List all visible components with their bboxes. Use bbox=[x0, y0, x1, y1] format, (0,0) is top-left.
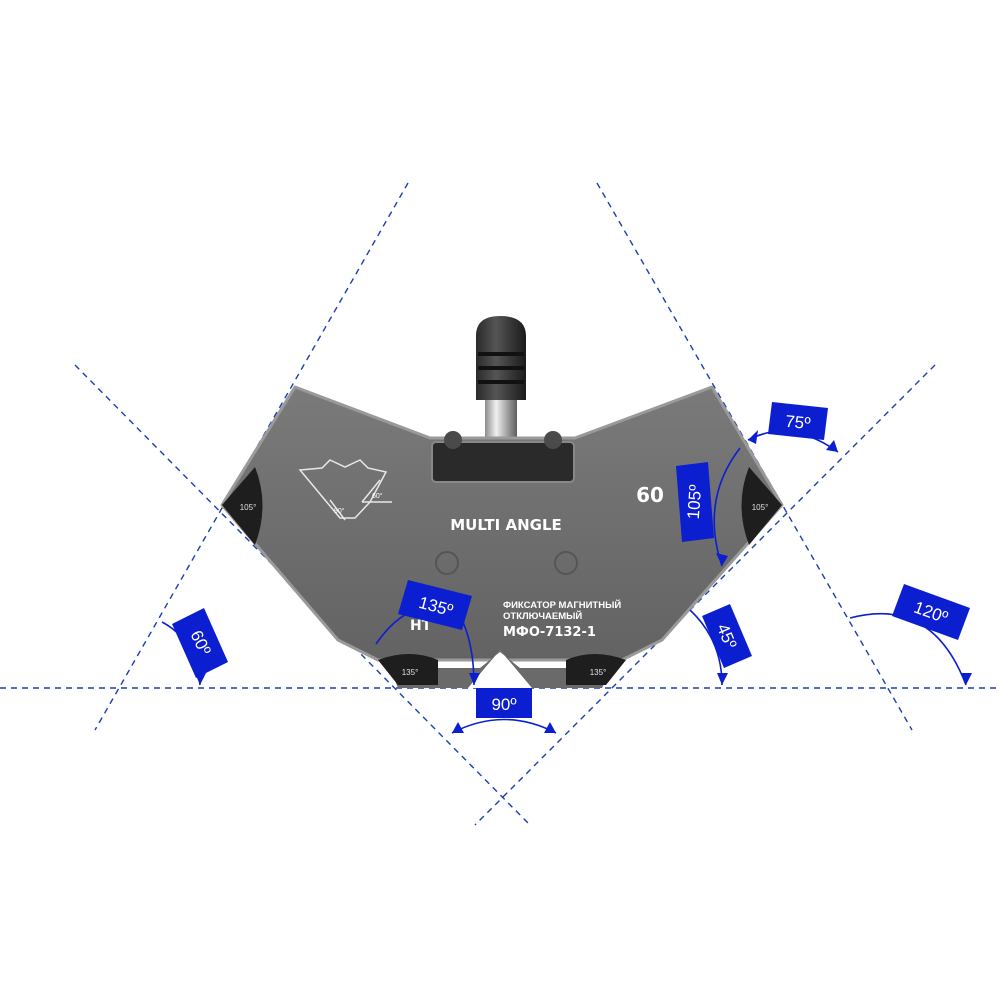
product-name: MULTI ANGLE bbox=[450, 516, 562, 534]
product-power: 60 bbox=[636, 483, 664, 507]
logo-icon bbox=[298, 459, 392, 521]
svg-text:105º: 105º bbox=[684, 484, 705, 520]
badge-60: 60º bbox=[172, 608, 228, 678]
badge-135: 135º bbox=[398, 580, 472, 630]
corner-label-right: 105° bbox=[752, 503, 769, 512]
badge-45: 45º bbox=[702, 604, 752, 668]
badge-75: 75º bbox=[768, 402, 828, 440]
logo-angle-b: 90° bbox=[334, 507, 345, 515]
logo-letters: HT bbox=[410, 618, 432, 634]
corner-label-bottom-right: 135° bbox=[590, 668, 607, 677]
corner-cap-bottom-left bbox=[378, 654, 438, 685]
handle-knob bbox=[476, 316, 526, 400]
product-model: МФО-7132-1 bbox=[503, 625, 596, 640]
svg-text:75º: 75º bbox=[784, 412, 811, 434]
badge-90: 90º bbox=[476, 688, 532, 718]
corner-cap-right bbox=[741, 467, 782, 545]
logo-angle-a: 60° bbox=[372, 492, 383, 500]
corner-cap-bottom-right bbox=[566, 654, 626, 685]
screw-hole-left bbox=[435, 551, 459, 575]
product-subtitle-2: ОТКЛЮЧАЕМЫЙ bbox=[503, 610, 582, 622]
screw-hole-right bbox=[554, 551, 578, 575]
svg-text:90º: 90º bbox=[491, 695, 516, 714]
product-subtitle-1: ФИКСАТОР МАГНИТНЫЙ bbox=[503, 599, 621, 611]
arc-105 bbox=[713, 447, 741, 567]
arc-90 bbox=[451, 718, 557, 734]
magnet-body bbox=[220, 316, 784, 688]
top-slot bbox=[431, 441, 575, 483]
badge-105: 105º bbox=[676, 462, 714, 542]
badge-120: 120º bbox=[892, 584, 970, 640]
arc-arrowheads bbox=[195, 430, 972, 733]
corner-label-left: 105° bbox=[240, 503, 257, 512]
guide-right-shallow bbox=[474, 364, 936, 826]
corner-label-bottom-left: 135° bbox=[402, 668, 419, 677]
corner-cap-left bbox=[222, 467, 263, 545]
